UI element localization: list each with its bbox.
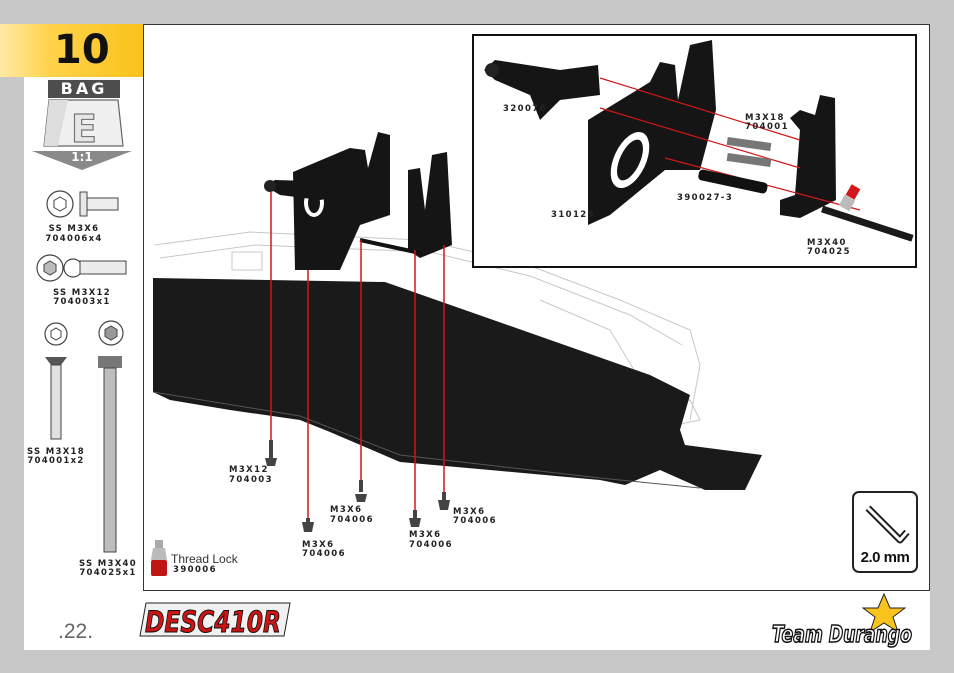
m3x40-screw-icon — [98, 320, 124, 553]
hardware-m3x18-code: 704001x2 — [27, 456, 85, 466]
m3x18-screw-icon — [44, 322, 68, 440]
tool-callout — [852, 491, 918, 573]
inset-arm — [484, 60, 600, 120]
bag-label: BAG — [48, 80, 120, 98]
inset-m3x18-code: 704001 — [745, 122, 789, 132]
inset-part-320076: 320076 — [503, 104, 547, 114]
hardware-m3x40-name: SS M3X40 — [79, 559, 137, 569]
screw-m3x12-name: M3X12 — [229, 465, 269, 475]
main-screws — [265, 440, 450, 532]
inset-screws — [698, 136, 914, 242]
inset-m3x18-name: M3X18 — [745, 113, 785, 123]
inset-thread-lock — [838, 184, 861, 212]
bag-letter-glyph: E — [71, 107, 97, 151]
inset-part-390027-3: 390027-3 — [677, 193, 734, 203]
screw-m3x6-a-name: M3X6 — [302, 540, 335, 550]
screw-m3x6-d-name: M3X6 — [453, 507, 486, 517]
m3x6-screw-icon — [46, 190, 119, 218]
desc410r-logo: DESC410R — [139, 602, 291, 640]
hardware-m3x12-name: SS M3X12 — [53, 288, 111, 298]
front-arm — [264, 180, 350, 200]
inset-part-310129: 310129 — [551, 210, 595, 220]
front-mount-right — [408, 152, 452, 258]
hardware-m3x18-name: SS M3X18 — [27, 447, 85, 457]
screw-m3x6-a-code: 704006 — [302, 549, 346, 559]
svg-text:DESC410R: DESC410R — [145, 605, 281, 639]
screw-m3x6-d-code: 704006 — [453, 516, 497, 526]
m3x12-screw-icon — [36, 254, 127, 282]
thread-lock-icon — [151, 540, 167, 576]
page-number: .22. — [58, 620, 94, 643]
guide-lines — [270, 192, 445, 520]
thread-lock-code: 390006 — [173, 565, 217, 575]
hardware-m3x12-code: 704003x1 — [53, 297, 111, 307]
screw-m3x12-code: 704003 — [229, 475, 273, 485]
screw-m3x6-b-name: M3X6 — [330, 505, 363, 515]
step-number: 10 — [54, 27, 110, 73]
screw-m3x6-b-code: 704006 — [330, 515, 374, 525]
hardware-m3x40-code: 704025x1 — [79, 568, 137, 578]
tool-size-label: 2.0 mm — [860, 549, 910, 566]
screw-m3x6-c-name: M3X6 — [409, 530, 442, 540]
svg-text:Team Durango: Team Durango — [772, 622, 912, 648]
inset-m3x40-name: M3X40 — [807, 238, 847, 248]
inset-mount-310129 — [588, 40, 716, 225]
thread-lock-label: Thread Lock — [171, 552, 238, 566]
screw-m3x6-c-code: 704006 — [409, 540, 453, 550]
hardware-m3x6-code: 704006x4 — [45, 234, 103, 244]
team-durango-logo: Team Durango — [771, 592, 913, 649]
inset-m3x40-code: 704025 — [807, 247, 851, 257]
step-number-tab — [0, 24, 143, 77]
scale-label: 1:1 — [71, 150, 93, 164]
inset-mount-right — [780, 95, 836, 218]
hardware-m3x6-name: SS M3X6 — [48, 224, 100, 234]
chassis-plate — [153, 278, 762, 490]
